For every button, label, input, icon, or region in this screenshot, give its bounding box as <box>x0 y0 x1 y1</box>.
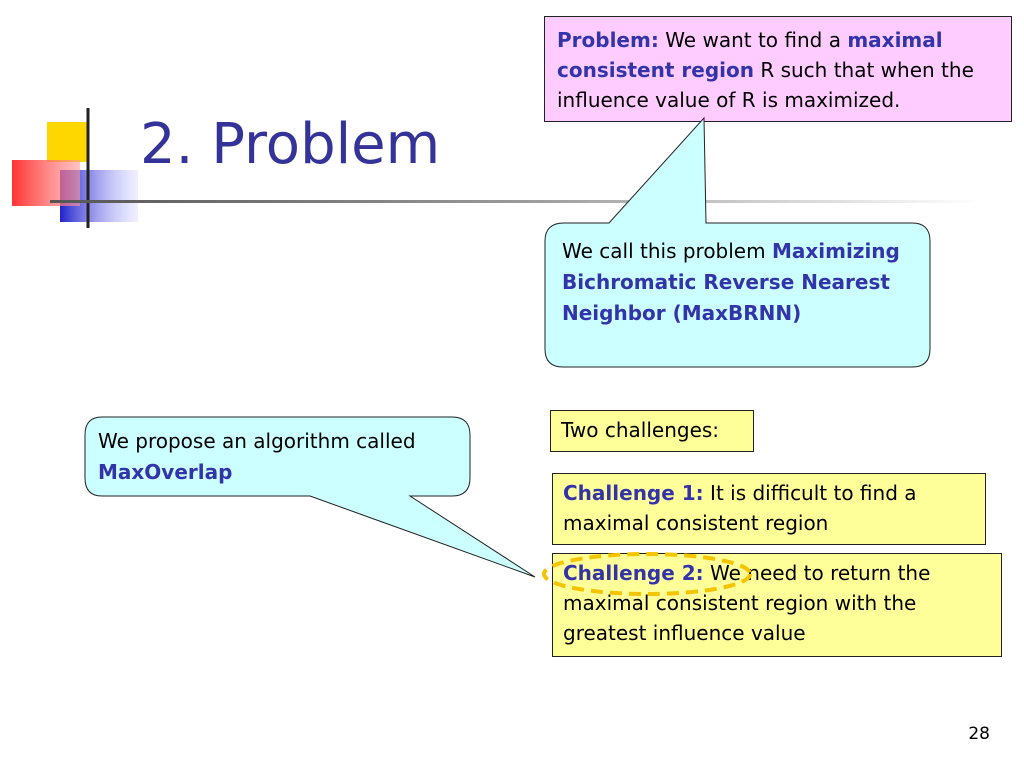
maxbrnn-callout-bubble <box>544 116 931 368</box>
page-number: 28 <box>968 724 990 744</box>
challenge-2-text: We need to return the maximal consistent… <box>563 561 931 645</box>
challenge-2-box: Challenge 2: We need to return the maxim… <box>552 553 1002 657</box>
maxbrnn-name: Maximizing Bichromatic Reverse Nearest N… <box>562 239 900 325</box>
slide-logo-graphic <box>12 108 138 228</box>
challenge-1-label: Challenge 1: <box>563 481 704 505</box>
challenges-heading: Two challenges: <box>550 410 754 452</box>
maxbrnn-intro: We call this problem <box>562 239 772 263</box>
maxoverlap-intro: We propose an algorithm called <box>98 429 416 453</box>
title-underline <box>50 200 980 203</box>
maxoverlap-callout-text: We propose an algorithm called MaxOverla… <box>98 426 466 488</box>
slide-title: 2. Problem <box>140 112 441 177</box>
challenges-heading-text: Two challenges: <box>561 418 720 442</box>
maxoverlap-name: MaxOverlap <box>98 460 233 484</box>
problem-label: Problem: <box>557 28 659 52</box>
maxbrnn-callout-text: We call this problem Maximizing Bichroma… <box>562 236 917 329</box>
challenge-1-text: It is difficult to find a maximal consis… <box>563 481 917 535</box>
problem-text-2: R such that when the influence value of … <box>557 58 974 112</box>
problem-box: Problem: We want to find a maximal consi… <box>544 16 1012 122</box>
challenge-1-box: Challenge 1: It is difficult to find a m… <box>552 473 986 545</box>
maxoverlap-callout-bubble <box>84 416 536 578</box>
challenge-2-highlight-ellipse <box>542 552 752 596</box>
problem-highlight: maximal consistent region <box>557 28 943 82</box>
logo-yellow-square <box>47 122 87 162</box>
challenge-2-label: Challenge 2: <box>563 561 704 585</box>
problem-text-1: We want to find a <box>658 28 848 52</box>
logo-red-square <box>12 160 80 206</box>
